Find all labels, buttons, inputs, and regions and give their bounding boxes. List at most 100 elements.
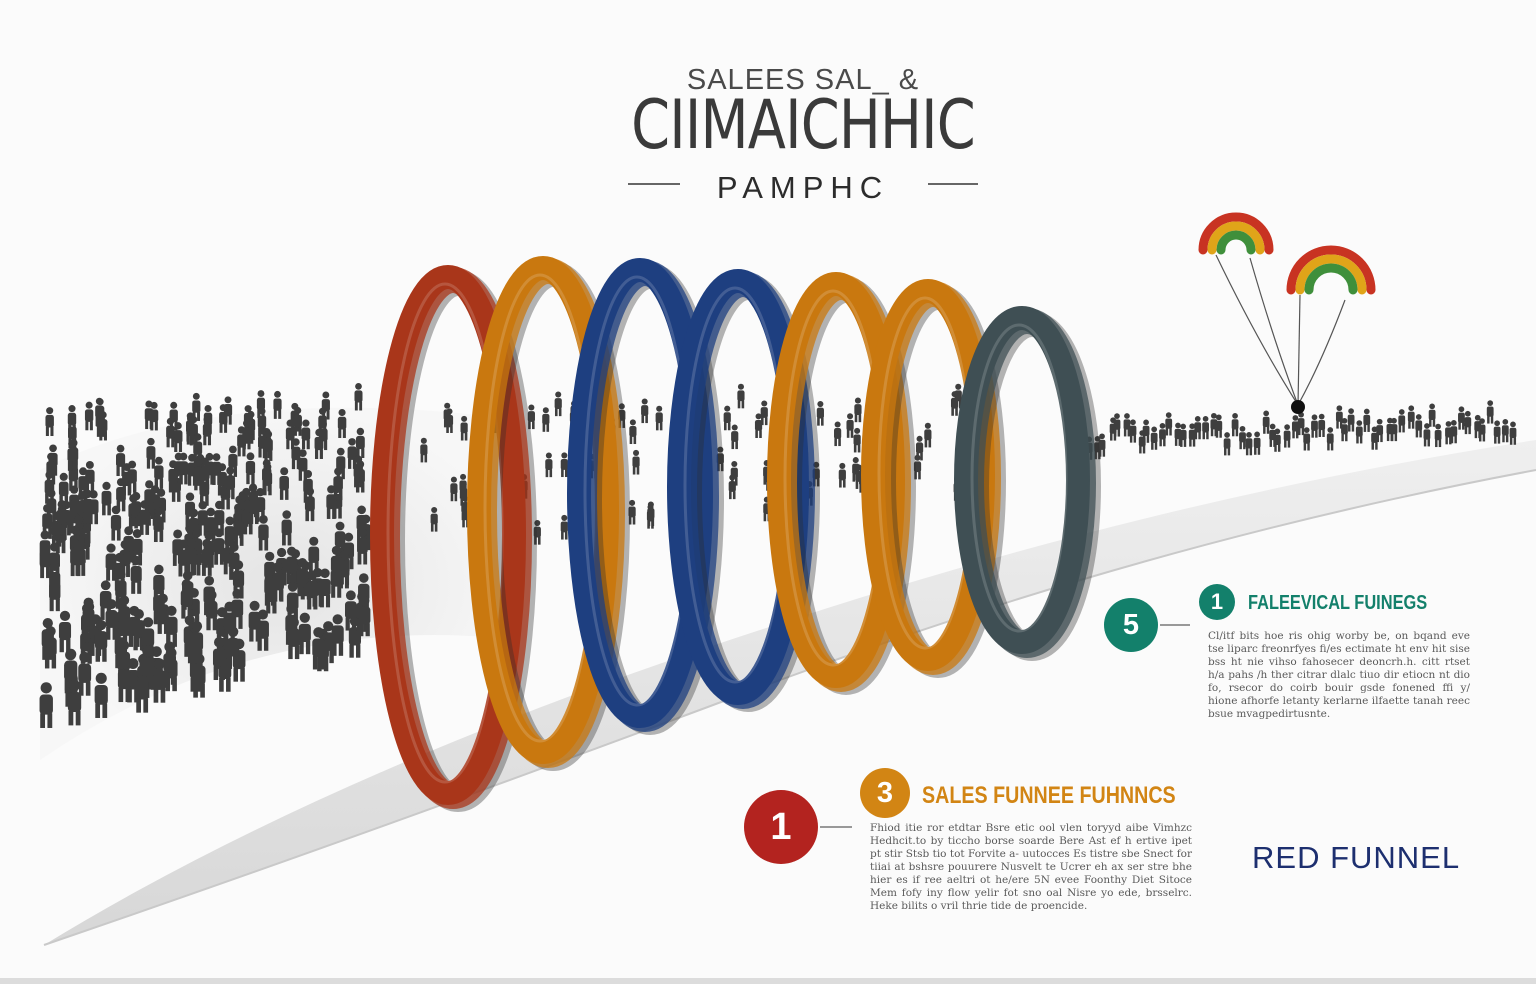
- person-icon: [1297, 411, 1305, 436]
- person-icon: [96, 398, 105, 427]
- person-icon: [211, 453, 222, 485]
- person-icon: [306, 570, 318, 610]
- person-icon: [950, 391, 959, 416]
- person-icon: [105, 599, 118, 640]
- person-icon: [353, 455, 363, 488]
- person-icon: [737, 383, 745, 409]
- person-icon: [128, 605, 141, 647]
- person-icon: [70, 539, 81, 577]
- person-icon: [1179, 423, 1187, 447]
- person-icon: [78, 651, 92, 696]
- person-icon: [854, 397, 862, 423]
- person-icon: [166, 417, 175, 448]
- person-icon: [58, 472, 69, 506]
- person-icon: [1291, 415, 1299, 439]
- person-icon: [1428, 403, 1436, 427]
- person-icon: [1376, 418, 1384, 443]
- person-icon: [344, 590, 357, 631]
- person-icon: [178, 452, 189, 485]
- person-icon: [1142, 419, 1150, 443]
- step-badge-1-large: 1: [744, 790, 818, 864]
- person-icon: [354, 383, 363, 411]
- person-icon: [1464, 410, 1472, 435]
- person-icon: [110, 505, 122, 541]
- person-icon: [45, 407, 54, 437]
- person-icon: [185, 492, 196, 527]
- person-icon: [202, 415, 212, 446]
- step-badge-3: 3: [860, 768, 910, 818]
- person-icon: [913, 454, 922, 480]
- connector-line-bottom: [820, 826, 852, 828]
- callout-title-top: FALEEVICAL FUINEGS: [1248, 592, 1428, 614]
- person-icon: [44, 626, 57, 669]
- person-icon: [231, 588, 244, 629]
- person-icon: [58, 610, 72, 653]
- rainbow-balloon: [1286, 245, 1376, 295]
- person-icon: [131, 492, 142, 527]
- person-icon: [1434, 423, 1442, 448]
- person-icon: [256, 390, 266, 419]
- person-icon: [114, 552, 126, 591]
- person-icon: [291, 438, 301, 470]
- person-icon: [85, 460, 95, 494]
- person-icon: [293, 406, 302, 436]
- person-icon: [123, 526, 134, 563]
- rainbow-balloon: [1198, 212, 1274, 255]
- person-icon: [554, 391, 562, 417]
- person-icon: [545, 452, 553, 478]
- person-icon: [193, 458, 204, 491]
- person-icon: [321, 391, 330, 420]
- person-icon: [1239, 425, 1246, 450]
- person-icon: [542, 407, 550, 432]
- person-icon: [1493, 420, 1501, 444]
- person-icon: [1165, 412, 1173, 436]
- person-icon: [39, 682, 53, 728]
- callout-body-top: Cl/itf bits hoe ris ohig worby be, on bq…: [1208, 630, 1470, 720]
- person-icon: [1174, 422, 1182, 446]
- person-icon: [319, 568, 331, 608]
- person-icon: [628, 499, 636, 525]
- person-icon: [82, 489, 93, 524]
- person-icon: [641, 398, 649, 424]
- person-icon: [1123, 413, 1131, 437]
- person-icon: [1318, 413, 1326, 437]
- person-icon: [262, 462, 273, 496]
- person-icon: [192, 392, 201, 421]
- person-icon: [337, 408, 347, 438]
- person-icon: [1363, 408, 1371, 432]
- person-icon: [312, 627, 325, 670]
- person-icon: [248, 600, 261, 642]
- person-icon: [1390, 417, 1398, 442]
- person-icon: [225, 466, 236, 500]
- person-icon: [1215, 414, 1223, 438]
- subtitle-rule-left: [628, 183, 680, 185]
- person-icon: [298, 612, 311, 655]
- person-icon: [1159, 423, 1166, 447]
- person-icon: [49, 561, 61, 601]
- person-icon: [838, 462, 846, 488]
- person-icon: [224, 516, 236, 553]
- person-icon: [1445, 421, 1452, 445]
- red-funnel-label: RED FUNNEL: [1252, 840, 1461, 875]
- person-icon: [527, 404, 535, 430]
- person-icon: [629, 419, 637, 445]
- person-icon: [219, 404, 228, 433]
- person-icon: [347, 438, 357, 469]
- person-icon: [1098, 433, 1106, 457]
- person-icon: [420, 437, 428, 463]
- person-icon: [1245, 432, 1253, 456]
- person-icon: [296, 558, 309, 597]
- person-icon: [1202, 415, 1209, 440]
- person-icon: [816, 401, 824, 426]
- person-icon: [67, 439, 77, 471]
- person-icon: [1347, 408, 1355, 432]
- person-icon: [213, 528, 225, 565]
- person-icon: [1335, 405, 1343, 429]
- person-icon: [1501, 419, 1509, 443]
- person-icon: [117, 657, 131, 703]
- callout-title-bottom: SALES FUNNEE FUHNNCS: [922, 782, 1176, 809]
- person-icon: [272, 562, 284, 601]
- person-icon: [152, 658, 166, 703]
- balloons-icon: [1198, 212, 1376, 414]
- person-icon: [560, 452, 568, 478]
